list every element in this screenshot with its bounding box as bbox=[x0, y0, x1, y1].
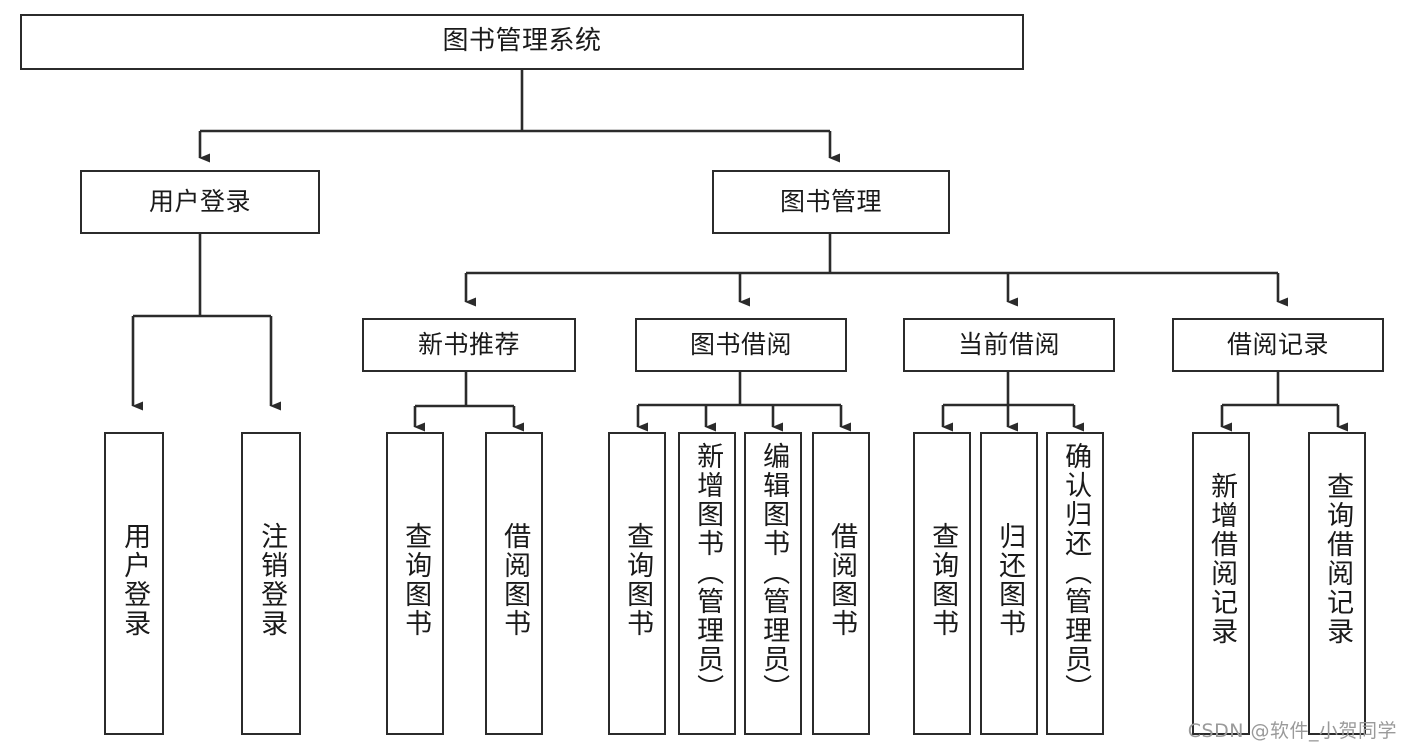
node-borrow-records[interactable]: 借阅记录 bbox=[1172, 318, 1384, 372]
leaf-query-book-recommend[interactable]: 查询图书 bbox=[386, 432, 444, 735]
leaf-add-borrow-record[interactable]: 新增借阅记录 bbox=[1192, 432, 1250, 735]
node-label: 确认归还（管理员） bbox=[1060, 442, 1092, 703]
leaf-query-borrow-record[interactable]: 查询借阅记录 bbox=[1308, 432, 1366, 735]
node-label: 借阅图书 bbox=[826, 522, 858, 638]
node-label: 归还图书 bbox=[994, 522, 1026, 638]
node-book-borrow[interactable]: 图书借阅 bbox=[635, 318, 847, 372]
leaf-query-book-current[interactable]: 查询图书 bbox=[913, 432, 971, 735]
node-label: 新增借阅记录 bbox=[1206, 472, 1238, 646]
node-new-book-recommend[interactable]: 新书推荐 bbox=[362, 318, 576, 372]
leaf-logout[interactable]: 注销登录 bbox=[241, 432, 301, 735]
node-label: 新增图书（管理员） bbox=[692, 442, 724, 703]
leaf-return-book[interactable]: 归还图书 bbox=[980, 432, 1038, 735]
node-label: 图书借阅 bbox=[689, 329, 792, 359]
node-root-book-management-system[interactable]: 图书管理系统 bbox=[20, 14, 1024, 70]
leaf-query-book-borrow[interactable]: 查询图书 bbox=[608, 432, 666, 735]
node-label: 注销登录 bbox=[256, 522, 288, 638]
node-label: 查询借阅记录 bbox=[1322, 472, 1354, 646]
node-book-management[interactable]: 图书管理 bbox=[712, 170, 950, 234]
leaf-borrow-book[interactable]: 借阅图书 bbox=[812, 432, 870, 735]
node-label: 编辑图书（管理员） bbox=[758, 442, 790, 703]
node-label: 查询图书 bbox=[927, 522, 959, 638]
node-label: 图书管理 bbox=[779, 186, 882, 216]
node-label: 用户登录 bbox=[148, 186, 251, 216]
node-label: 图书管理系统 bbox=[442, 26, 602, 57]
leaf-user-login[interactable]: 用户登录 bbox=[104, 432, 164, 735]
node-label: 查询图书 bbox=[622, 522, 654, 638]
leaf-edit-book-admin[interactable]: 编辑图书（管理员） bbox=[744, 432, 802, 735]
node-label: 借阅记录 bbox=[1226, 329, 1329, 359]
node-label: 用户登录 bbox=[119, 522, 151, 638]
leaf-add-book-admin[interactable]: 新增图书（管理员） bbox=[678, 432, 736, 735]
node-current-borrow[interactable]: 当前借阅 bbox=[903, 318, 1115, 372]
leaf-borrow-book-recommend[interactable]: 借阅图书 bbox=[485, 432, 543, 735]
leaf-confirm-return-admin[interactable]: 确认归还（管理员） bbox=[1046, 432, 1104, 735]
watermark-text: CSDN @软件_小贺同学 bbox=[1187, 720, 1397, 742]
node-user-login[interactable]: 用户登录 bbox=[80, 170, 320, 234]
node-label: 当前借阅 bbox=[957, 329, 1060, 359]
node-label: 查询图书 bbox=[400, 522, 432, 638]
node-label: 新书推荐 bbox=[417, 329, 520, 359]
node-label: 借阅图书 bbox=[499, 522, 531, 638]
